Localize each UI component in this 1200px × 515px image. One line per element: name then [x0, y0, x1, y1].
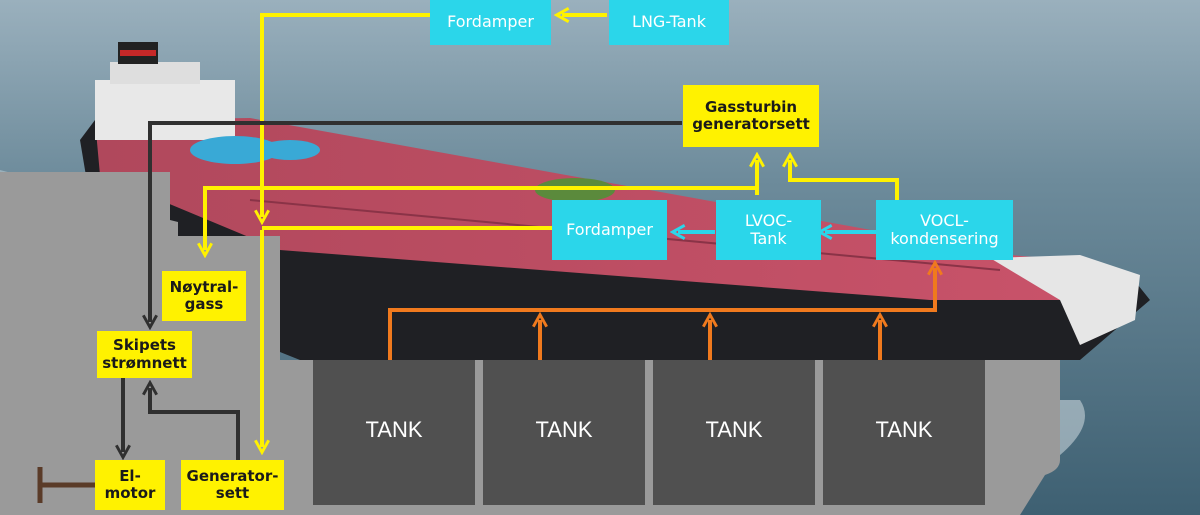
tank-text-3: TANK: [705, 417, 763, 443]
gas-lines: [205, 15, 899, 447]
cargo-tanks: [313, 360, 985, 505]
lvoc-label-1: LVOC-: [744, 210, 793, 230]
tank-text-2: TANK: [535, 417, 593, 443]
tank-text-1: TANK: [365, 417, 423, 443]
noytral-label-2: gass: [184, 295, 224, 313]
lvoc-label-2: Tank: [750, 229, 787, 248]
tank-label-1: TANK: [313, 410, 475, 450]
noytralgass-box: Nøytral- gass: [162, 271, 246, 321]
fordamper-top-box: Fordamper: [430, 0, 551, 45]
tank-text-4: TANK: [875, 417, 933, 443]
vocl-label-1: VOCL-: [920, 210, 969, 230]
fordamper-top-label: Fordamper: [447, 12, 534, 32]
lvoc-tank-box: LVOC- Tank: [716, 200, 821, 260]
generator-label-2: sett: [215, 484, 250, 502]
elmotor-label-2: motor: [104, 484, 156, 502]
vapour-lines: [388, 268, 935, 360]
gasturbin-box: Gassturbin generatorsett: [683, 85, 819, 147]
lng-tank-label: LNG-Tank: [632, 12, 706, 32]
generatorsett-box: Generator- sett: [181, 460, 284, 510]
tank-label-4: TANK: [823, 410, 985, 450]
elmotor-label-1: El-: [119, 466, 141, 485]
tank-label-2: TANK: [483, 410, 645, 450]
electric-lines: [123, 121, 682, 460]
lng-tank-box: LNG-Tank: [609, 0, 729, 45]
tank-label-3: TANK: [653, 410, 815, 450]
skipets-stromnett-box: Skipets strømnett: [97, 331, 192, 378]
vocl-box: VOCL- kondensering: [876, 200, 1013, 260]
tank-3: [653, 360, 815, 505]
gasturbin-label-1: Gassturbin: [704, 97, 798, 116]
fordamper-mid-box: Fordamper: [552, 200, 667, 260]
tank-1: [313, 360, 475, 505]
generator-label-1: Generator-: [186, 466, 279, 485]
elmotor-box: El- motor: [95, 460, 165, 510]
noytral-label-1: Nøytral-: [169, 277, 239, 296]
vocl-label-2: kondensering: [890, 229, 999, 248]
gasturbin-label-2: generatorsett: [692, 115, 810, 133]
skipets-label-1: Skipets: [113, 336, 176, 355]
fordamper-mid-label: Fordamper: [566, 219, 653, 239]
tank-2: [483, 360, 645, 505]
tank-4: [823, 360, 985, 505]
skipets-label-2: strømnett: [102, 353, 187, 372]
